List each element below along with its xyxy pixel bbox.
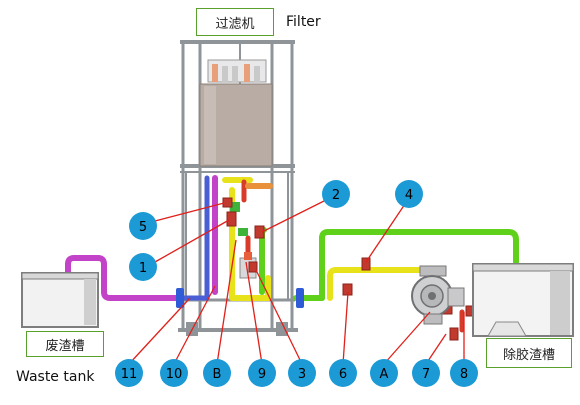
marker-3: 3 [288,359,316,387]
marker-10: 10 [160,359,188,387]
desmear-tank-label-cn: 除胶渣槽 [486,338,572,368]
marker-5: 5 [129,212,157,240]
marker-B: B [203,359,231,387]
green-fitting [238,228,248,236]
marker-label: A [380,367,389,382]
filter-label-en: Filter [286,14,321,30]
marker-label: 1 [139,261,147,276]
marker-7: 7 [412,359,440,387]
marker-2: 2 [322,180,350,208]
marker-label: 4 [405,188,413,203]
marker-label: 5 [139,220,147,235]
filter-top-fittings [208,60,266,82]
marker-label: B [213,367,222,382]
marker-label: 2 [332,188,340,203]
filter-label-cn: 过滤机 [196,8,274,36]
waste-tank [22,273,98,327]
marker-11: 11 [115,359,143,387]
marker-label: 3 [298,367,306,382]
desmear-tank [473,264,573,336]
marker-label: 8 [460,367,468,382]
marker-9: 9 [248,359,276,387]
marker-1: 1 [129,253,157,281]
waste-tank-label-en: Waste tank [16,369,94,385]
waste-tank-label-cn: 废渣槽 [26,331,104,357]
diaphragm-pump [412,266,464,324]
marker-label: 10 [166,367,183,382]
marker-8: 8 [450,359,478,387]
marker-6: 6 [329,359,357,387]
marker-label: 9 [258,367,266,382]
marker-label: 6 [339,367,347,382]
leader-lines [129,198,464,364]
marker-label: 11 [121,367,138,382]
marker-A: A [370,359,398,387]
marker-4: 4 [395,180,423,208]
marker-label: 7 [422,367,430,382]
